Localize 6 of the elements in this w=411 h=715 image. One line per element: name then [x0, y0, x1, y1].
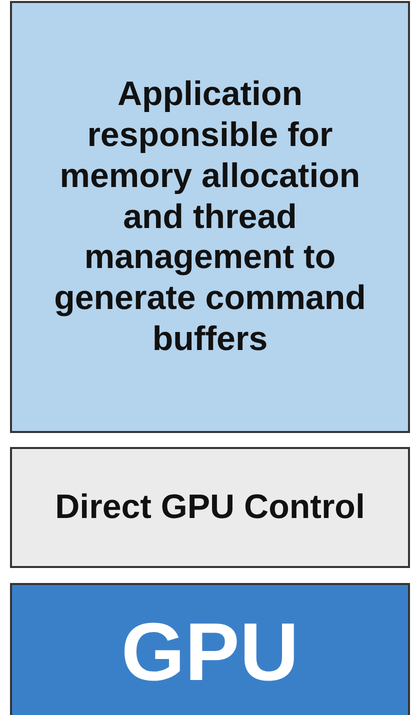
hardware-label: GPU — [121, 612, 299, 694]
layer-box — [10, 447, 410, 568]
layer-box — [10, 1, 410, 433]
hardware-box — [10, 583, 410, 715]
layer-label: Application responsible for memory allocation and thread management to generate command buffers — [53, 74, 367, 360]
layer-label: Direct GPU Control — [55, 487, 365, 528]
